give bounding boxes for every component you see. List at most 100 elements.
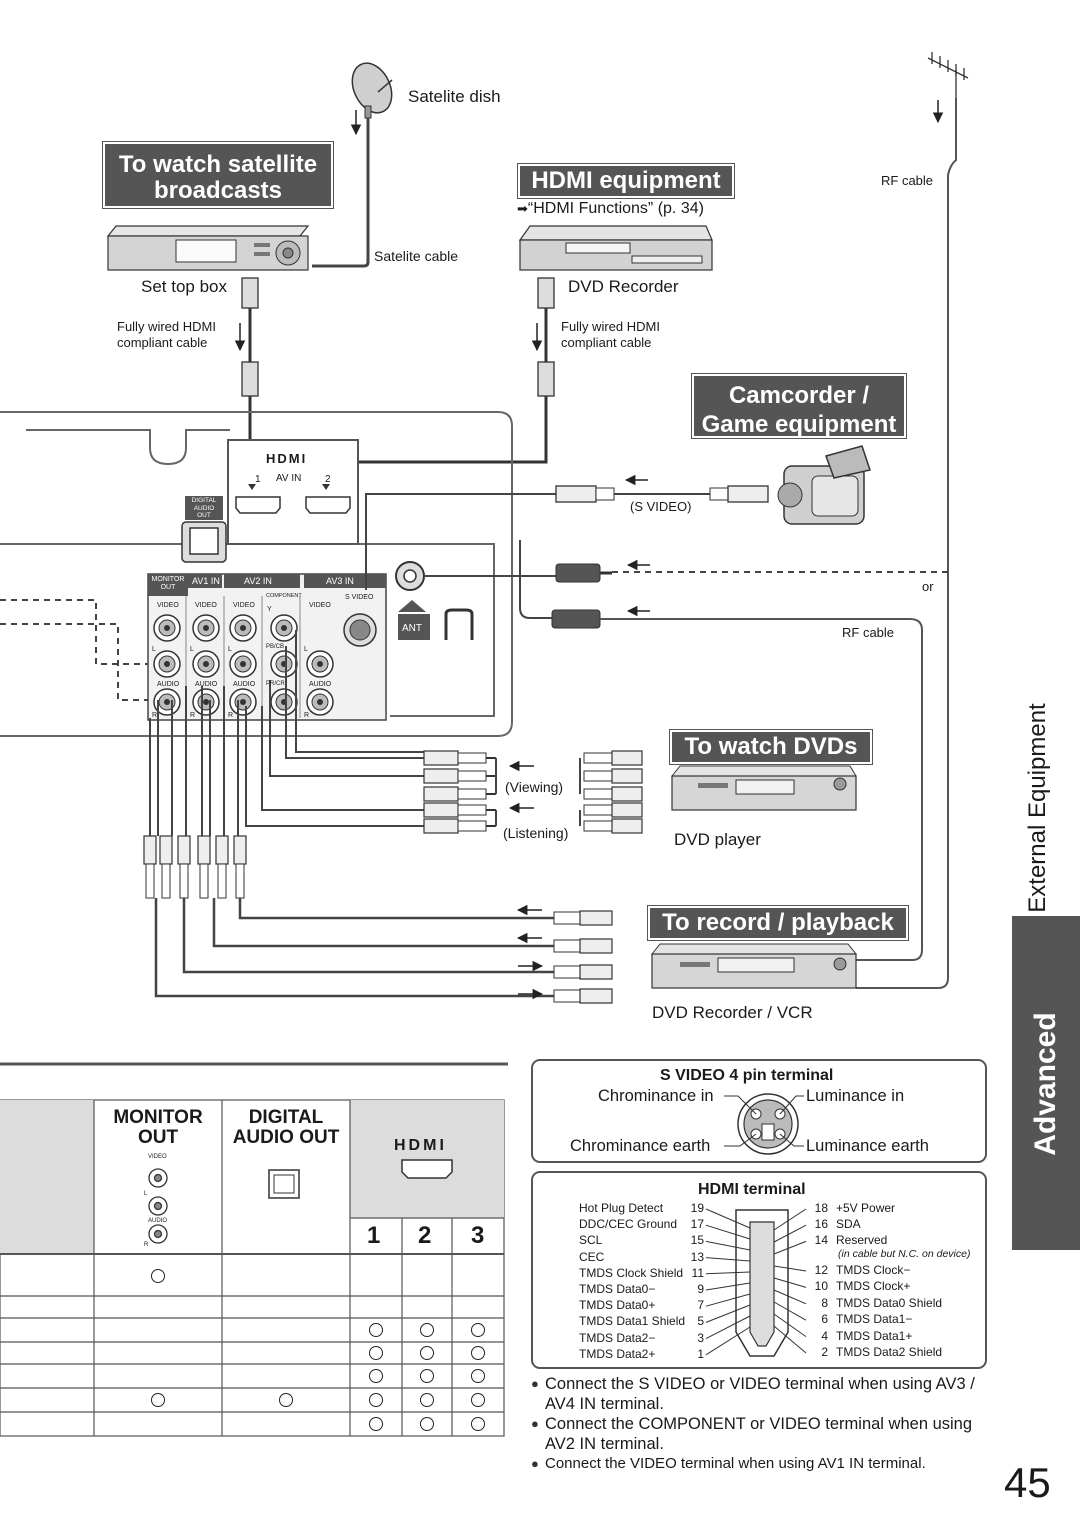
label-satelite-cable: Satelite cable (374, 248, 459, 264)
rca-plug (215, 835, 229, 899)
panel-av-in: AV IN (276, 473, 302, 484)
table-mini-r: R (144, 1242, 149, 1248)
pin-leader (773, 1277, 807, 1288)
panel-r-3: R (228, 712, 234, 719)
label-dvd-recorder: DVD Recorder (568, 277, 679, 296)
col-digital-l1: DIGITAL (248, 1107, 324, 1128)
label-or: or (922, 579, 934, 594)
dvd-recorder-vcr-icon (650, 943, 858, 989)
panel-digital-audio-out: DIGITAL AUDIO OUT (185, 497, 223, 520)
rca-jacks (153, 613, 377, 716)
dao-l1: DIGITAL (191, 497, 217, 504)
rca-plug (583, 786, 643, 802)
notes-list: Connect the S VIDEO or VIDEO terminal wh… (531, 1374, 991, 1474)
table-col-monitor-out: MONITOR OUT (94, 1108, 222, 1148)
hdmi-terminal-title: HDMI terminal (698, 1181, 806, 1198)
panel-av2-in: AV2 IN (244, 576, 272, 586)
pin-leader (773, 1240, 807, 1255)
hdmi-left-pin-name: DDC/CEC Ground (579, 1217, 678, 1232)
rca-jack (270, 650, 298, 678)
table-hdmi-2: 2 (418, 1222, 432, 1249)
dvd-recorder-icon (518, 225, 713, 271)
hdmi-right-pin-name: TMDS Data0 Shield (836, 1295, 943, 1310)
dao-l2: AUDIO (193, 504, 215, 512)
terminal-table-grid (0, 1099, 505, 1437)
rca-jack (192, 614, 220, 642)
dao-l3: OUT (197, 512, 211, 519)
compatible-mark (151, 1269, 165, 1283)
note-item: Connect the VIDEO terminal when using AV… (531, 1454, 991, 1474)
pin-leader (773, 1224, 807, 1243)
title-satellite: To watch satellite broadcasts (102, 141, 334, 209)
hdmi-left-pin-name: TMDS Data2+ (579, 1346, 656, 1361)
camcorder-icon (777, 445, 871, 525)
rca-plug (159, 835, 173, 899)
label-rf-cable-top: RF cable (881, 173, 934, 188)
title-watch-dvds: To watch DVDs (669, 729, 873, 765)
rca-jack (153, 614, 181, 642)
mo-l2: OUT (160, 584, 176, 591)
pin-leader (773, 1208, 807, 1231)
set-top-box-icon (106, 225, 310, 271)
panel-r-1: R (152, 712, 158, 719)
rca-jack (153, 688, 181, 716)
hdmi-right-pin-num: 14 (814, 1233, 828, 1248)
compatible-mark (151, 1393, 165, 1407)
hdmi-left-pin-name: TMDS Data2− (579, 1330, 656, 1345)
panel-audio-3: AUDIO (233, 681, 256, 688)
hdmi-left-pin-num: 17 (690, 1217, 704, 1232)
hdmi-left-pin-name: CEC (579, 1249, 605, 1264)
table-hdmi-1: 1 (367, 1222, 381, 1249)
hdmi-cable-left-l1: Fully wired HDMI (117, 319, 216, 334)
tab-advanced[interactable]: Advanced (1029, 1012, 1062, 1156)
pin-leader (705, 1257, 751, 1262)
hdmi-right-pin-name: TMDS Data1− (836, 1312, 913, 1327)
compatible-mark (420, 1393, 434, 1407)
title-hdmi-equipment: HDMI equipment (517, 163, 735, 199)
hdmi-right-pin-name: TMDS Clock+ (836, 1279, 911, 1294)
label-dvd-recorder-vcr: DVD Recorder / VCR (652, 1003, 813, 1022)
hdmi-left-pin-num: 5 (697, 1314, 704, 1329)
panel-l-3: L (228, 646, 232, 653)
rca-plug (553, 964, 613, 980)
rca-jack (270, 688, 298, 716)
compatible-mark (420, 1323, 434, 1337)
compatible-mark (471, 1346, 485, 1360)
satellite-dish-icon (350, 62, 393, 136)
hdmi-right-pin-num: 10 (814, 1279, 828, 1294)
hdmi-reserved-note: (in cable but N.C. on device) (838, 1248, 971, 1260)
compatible-mark (471, 1393, 485, 1407)
hdmi-right-pin-num: 4 (821, 1328, 828, 1343)
compatible-mark (369, 1346, 383, 1360)
panel-l-2: L (190, 646, 194, 653)
panel-audio-1: AUDIO (157, 681, 180, 688)
compatible-mark (369, 1369, 383, 1383)
table-col-digital-audio-out: DIGITAL AUDIO OUT (222, 1108, 350, 1148)
hdmi-pin-leaders (705, 1208, 807, 1356)
col-digital-l2: AUDIO OUT (232, 1126, 340, 1148)
panel-pr: PR/CR (266, 681, 285, 687)
table-hdmi-3: 3 (471, 1222, 485, 1249)
rca-jack (270, 614, 298, 642)
rca-jack (192, 650, 220, 678)
hdmi-right-pin-num: 8 (821, 1295, 828, 1310)
rca-plug (233, 835, 247, 899)
hdmi-left-pin-name: TMDS Data0+ (579, 1298, 656, 1313)
label-hdmi-functions: ➡“HDMI Functions” (p. 34) (517, 201, 704, 217)
s-video-jack (343, 613, 377, 647)
panel-audio-2: AUDIO (195, 681, 218, 688)
panel-video-4: VIDEO (309, 602, 331, 609)
panel-audio-4: AUDIO (309, 681, 332, 688)
hdmi-right-pin-num: 6 (821, 1312, 828, 1327)
label-satelite-dish: Satelite dish (408, 87, 501, 106)
mo-l1: MONITOR (151, 576, 185, 583)
panel-video-1: VIDEO (157, 602, 179, 609)
compatible-mark (369, 1417, 383, 1431)
hdmi-functions-link[interactable]: “HDMI Functions” (p. 34) (527, 200, 704, 217)
panel-video-2: VIDEO (195, 602, 217, 609)
col-monitor-l2: OUT (137, 1126, 179, 1148)
hdmi-cable-left-l2: compliant cable (117, 335, 208, 350)
rca-jack (229, 688, 257, 716)
hdmi-left-pin-num: 9 (697, 1282, 704, 1296)
rca-plug (197, 835, 211, 899)
